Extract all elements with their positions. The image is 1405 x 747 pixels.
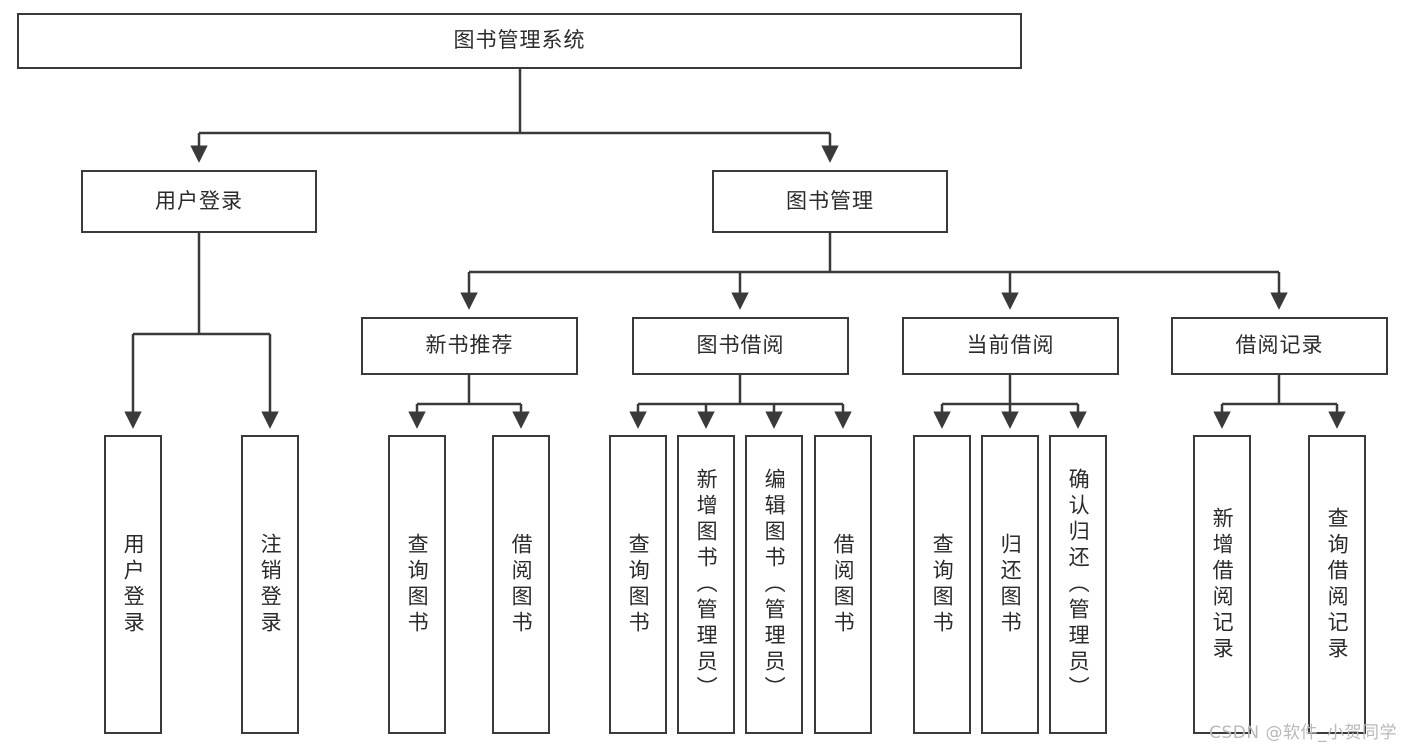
leaf-edit-book[interactable]: 编辑图书（管理员） xyxy=(745,435,803,734)
leaf-borrow-book-1[interactable]: 借阅图书 xyxy=(492,435,550,734)
leaf-confirm-return[interactable]: 确认归还（管理员） xyxy=(1049,435,1107,734)
leaf-borrow-book-2[interactable]: 借阅图书 xyxy=(814,435,872,734)
node-root-label: 图书管理系统 xyxy=(453,28,586,53)
leaf-confirm-return-label: 确认归还（管理员） xyxy=(1066,467,1091,702)
node-borrow-record[interactable]: 借阅记录 xyxy=(1171,317,1388,375)
leaf-edit-book-label: 编辑图书（管理员） xyxy=(762,467,787,702)
node-user-login[interactable]: 用户登录 xyxy=(81,170,317,233)
node-new-book-rec-label: 新书推荐 xyxy=(425,333,514,358)
node-root[interactable]: 图书管理系统 xyxy=(17,13,1022,69)
leaf-return-book[interactable]: 归还图书 xyxy=(981,435,1039,734)
leaf-add-book-label: 新增图书（管理员） xyxy=(694,467,719,702)
leaf-query-book-2[interactable]: 查询图书 xyxy=(609,435,667,734)
leaf-logout-label: 注销登录 xyxy=(258,532,283,637)
leaf-query-book-2-label: 查询图书 xyxy=(626,532,651,637)
leaf-borrow-book-2-label: 借阅图书 xyxy=(831,532,856,637)
node-current-borrow-label: 当前借阅 xyxy=(966,333,1055,358)
leaf-add-book[interactable]: 新增图书（管理员） xyxy=(677,435,735,734)
leaf-query-record[interactable]: 查询借阅记录 xyxy=(1308,435,1366,734)
node-current-borrow[interactable]: 当前借阅 xyxy=(902,317,1119,375)
leaf-user-login-label: 用户登录 xyxy=(121,532,146,637)
leaf-query-book-3-label: 查询图书 xyxy=(930,532,955,637)
node-book-manage[interactable]: 图书管理 xyxy=(712,170,948,233)
leaf-return-book-label: 归还图书 xyxy=(998,532,1023,637)
node-book-borrow[interactable]: 图书借阅 xyxy=(632,317,849,375)
leaf-logout[interactable]: 注销登录 xyxy=(241,435,299,734)
leaf-add-record-label: 新增借阅记录 xyxy=(1210,506,1235,663)
leaf-query-book-1[interactable]: 查询图书 xyxy=(388,435,446,734)
leaf-user-login[interactable]: 用户登录 xyxy=(104,435,162,734)
node-borrow-record-label: 借阅记录 xyxy=(1235,333,1324,358)
watermark: CSDN @软件_小贺同学 xyxy=(1209,723,1397,743)
node-book-borrow-label: 图书借阅 xyxy=(696,333,785,358)
leaf-borrow-book-1-label: 借阅图书 xyxy=(509,532,534,637)
node-book-manage-label: 图书管理 xyxy=(786,188,874,213)
node-new-book-rec[interactable]: 新书推荐 xyxy=(361,317,578,375)
leaf-query-book-1-label: 查询图书 xyxy=(405,532,430,637)
leaf-query-book-3[interactable]: 查询图书 xyxy=(913,435,971,734)
leaf-add-record[interactable]: 新增借阅记录 xyxy=(1193,435,1251,734)
node-user-login-label: 用户登录 xyxy=(155,188,243,213)
leaf-query-record-label: 查询借阅记录 xyxy=(1325,506,1350,663)
